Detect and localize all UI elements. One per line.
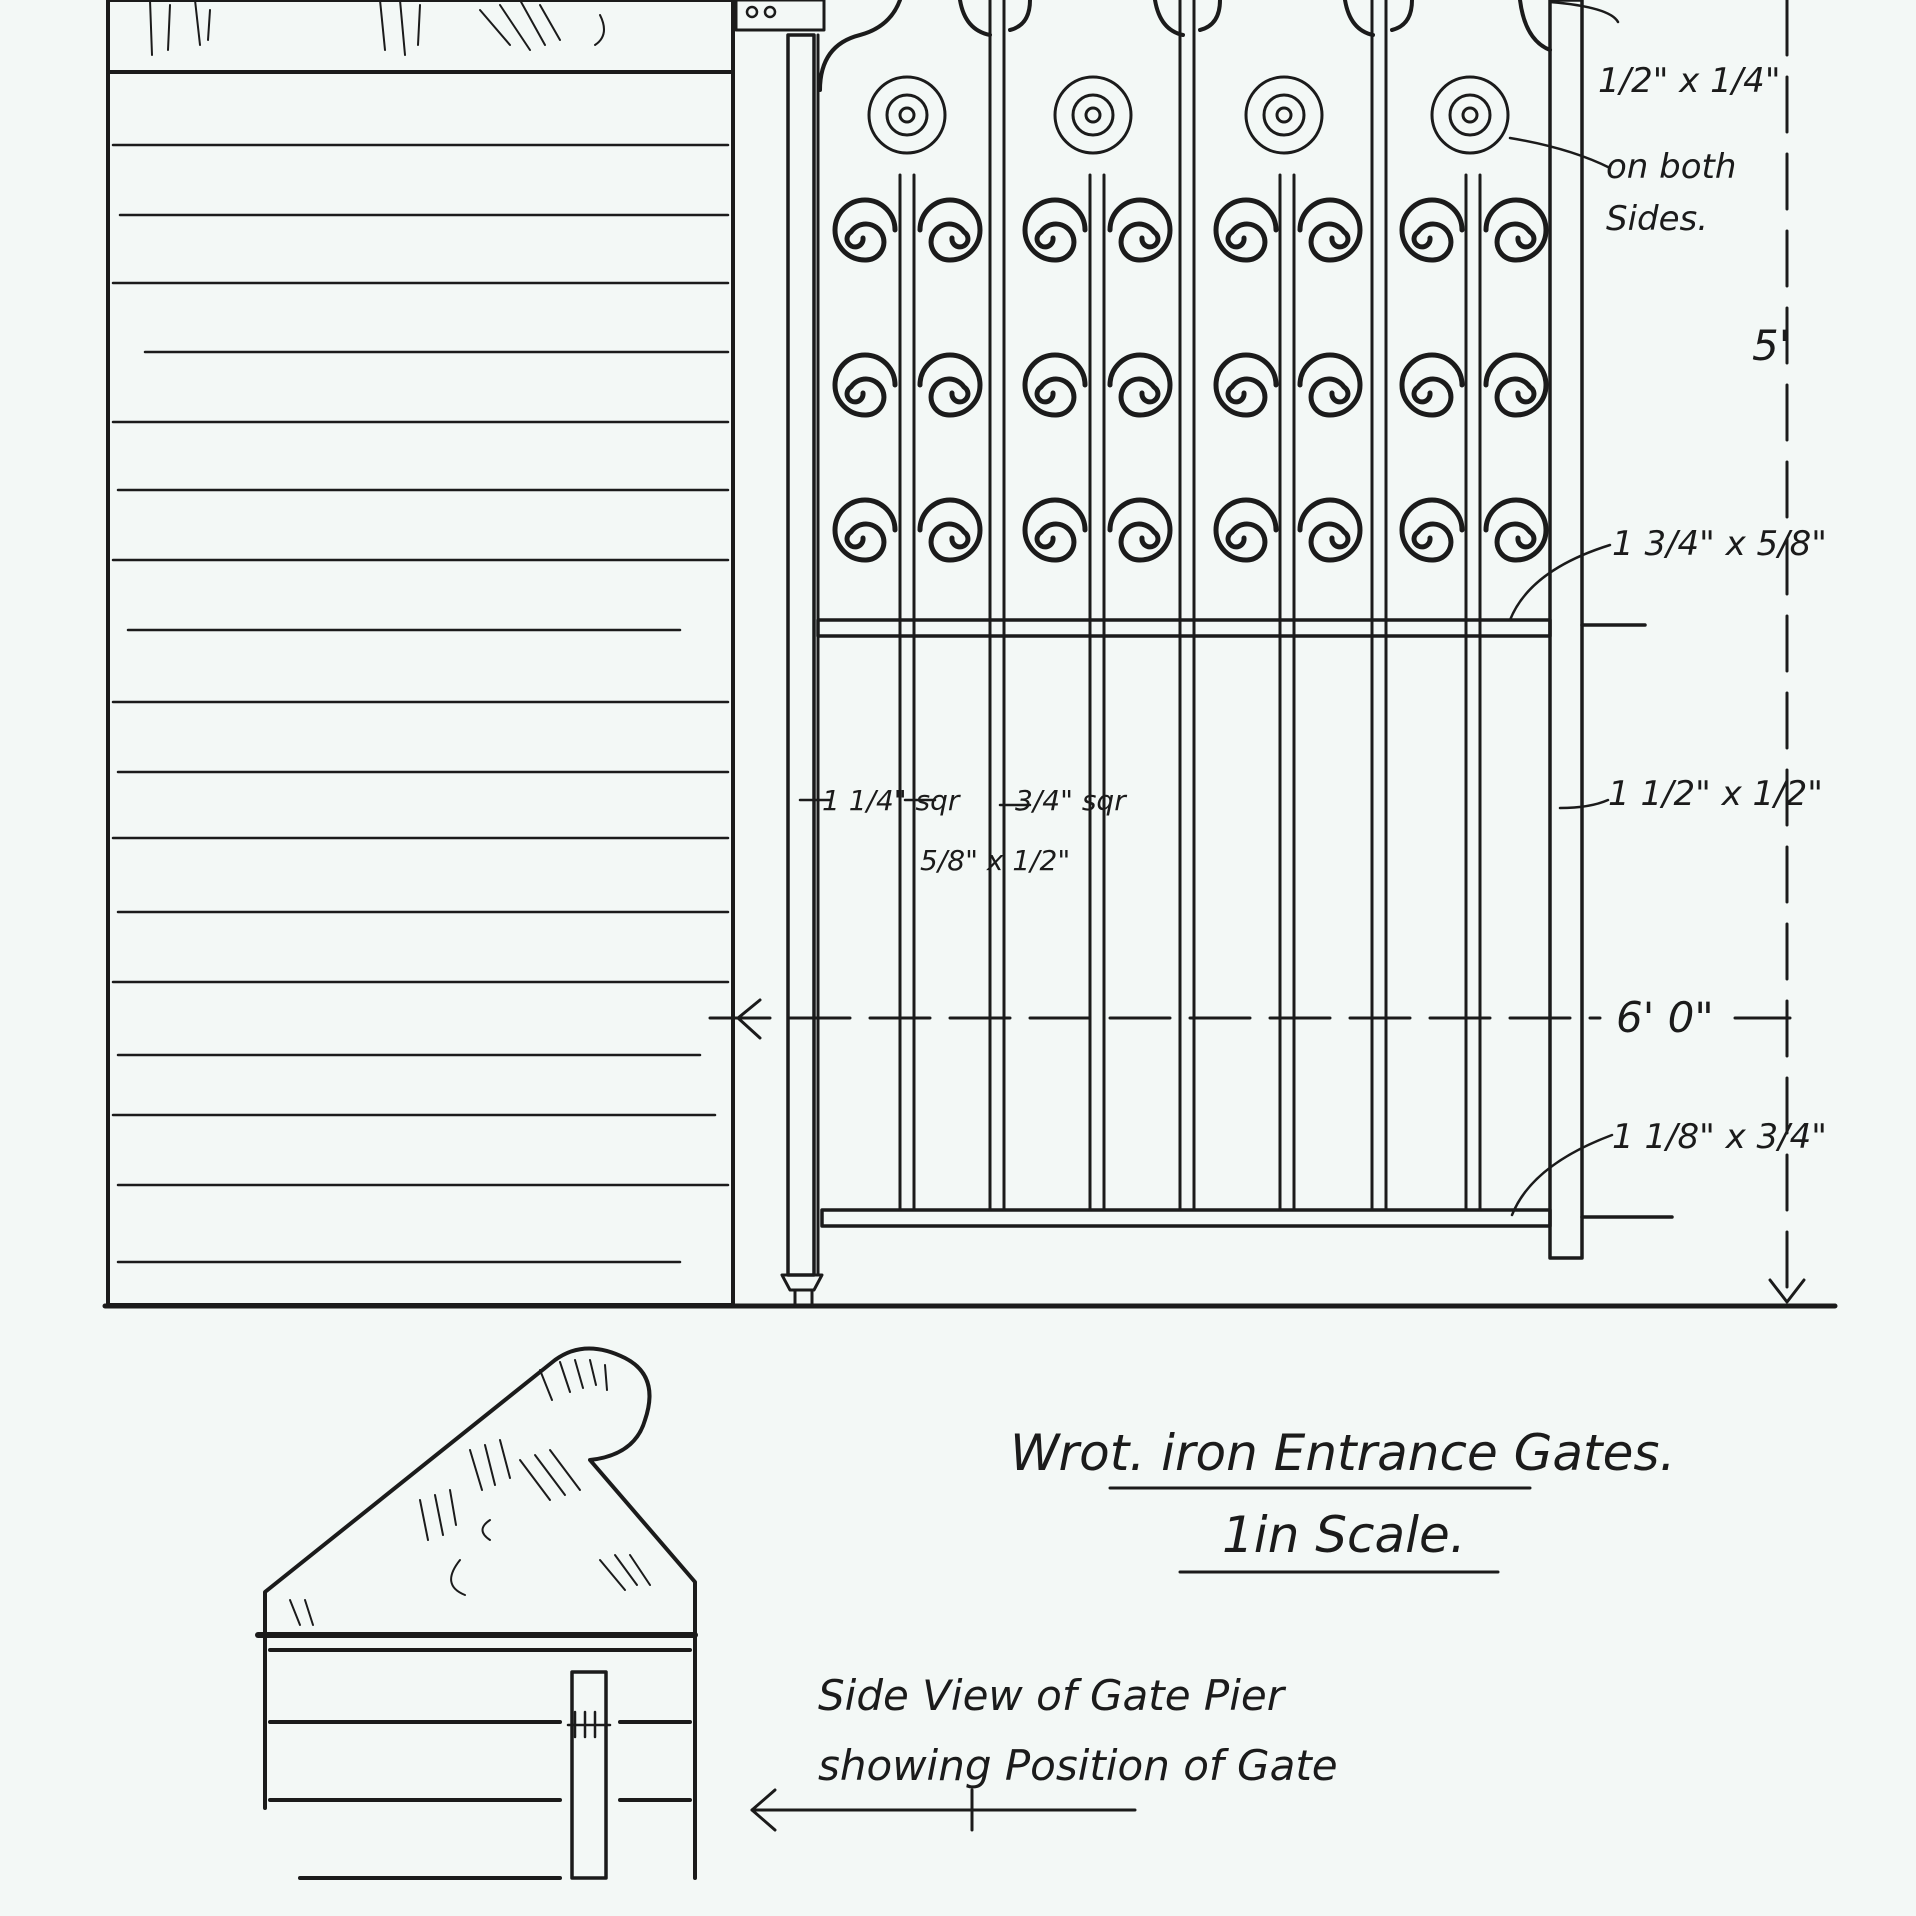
drawing-scale: 1in Scale. [1222,1506,1466,1564]
gate-elevation [734,0,1674,1307]
round-bar-dimension: 3/4" sqr [1015,784,1127,817]
rosettes [867,75,1510,155]
leader-lines [798,0,1620,1217]
pier-cap-hatching [149,0,605,56]
hinge-stile-dimension: 1 1/4" sqr [822,784,961,817]
gate-top-arches [818,0,1552,92]
side-view-caption-line1: Side View of Gate Pier [818,1671,1287,1720]
pier-course-lines [111,143,730,1264]
hinge-stile [786,33,816,1277]
side-view-arrow [750,1788,1137,1832]
rosettes-note-line2: Sides. [1606,199,1708,239]
upright-bar-dimension: 1 1/2" x 1/2" [1608,774,1823,814]
side-view-caption-line2: showing Position of Gate [818,1741,1338,1790]
top-rail-dimension: 1/2" x 1/4" [1598,61,1780,101]
scroll-row-2 [832,352,1549,418]
rosette-4 [1430,75,1510,155]
width-dimension [708,998,1792,1040]
scroll-row-3 [832,497,1549,563]
middle-rail [816,618,1552,638]
rosette-3 [1244,75,1324,155]
latch-stile [1548,0,1584,1260]
bottom-rail [820,1208,1552,1228]
rosette-1 [867,75,947,155]
height-dimension [1768,0,1806,1304]
scroll-ornaments [832,197,1549,563]
gate-pier-elevation [106,0,735,1307]
overall-width-label: 6' 0" [1616,993,1714,1042]
rosettes-note-line1: on both [1606,147,1736,187]
drawing-title: Wrot. iron Entrance Gates. [1010,1424,1675,1482]
gate-bars [898,0,1482,1212]
flat-bar-dimension: 5/8" x 1/2" [920,844,1070,877]
overall-height-label: 5' [1752,321,1790,370]
side-view-pier [255,1346,698,1880]
scroll-row-1 [832,197,1549,263]
middle-rail-dimension: 1 3/4" x 5/8" [1612,524,1827,564]
bottom-rail-dimension: 1 1/8" x 3/4" [1612,1117,1827,1157]
rosette-2 [1053,75,1133,155]
